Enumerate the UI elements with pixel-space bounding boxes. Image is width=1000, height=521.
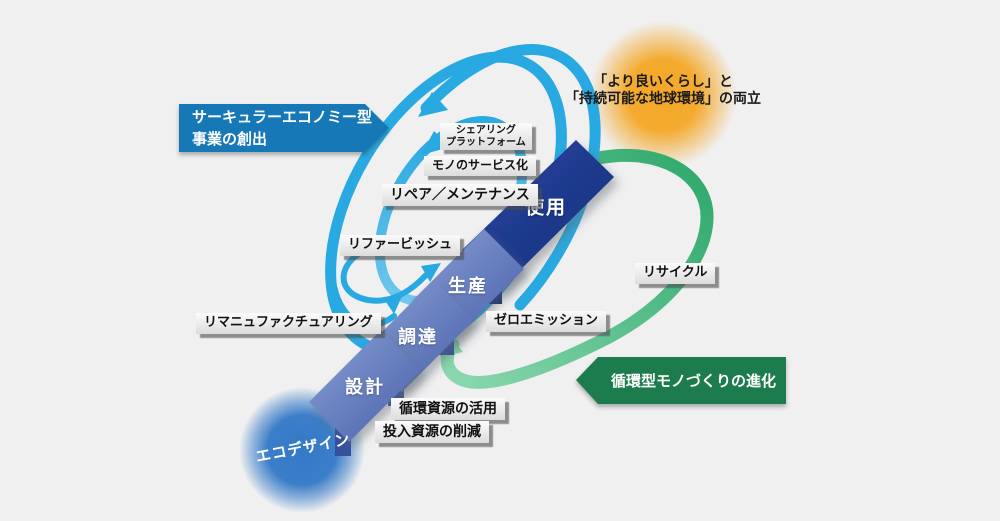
tag-circular-resource-use: 循環資源の活用 [391,398,505,421]
step-production-label: 生産 [448,276,488,297]
tag-sharing-platform-line1: シェアリング [455,125,516,136]
step-design-label: 設計 [345,377,385,398]
goal-line2: 「持続可能な地球環境」の両立 [565,91,761,107]
arrowhead-to-production [421,263,441,282]
banner-green-shape [576,357,786,404]
step-design-shape [309,330,421,442]
tag-sharing-platform-line2: プラットフォーム [446,136,526,148]
banner-circular-economy-line1: サーキュラーエコノミー型 [192,108,373,126]
spiral-arrowhead-outer [418,92,448,117]
spiral-arrow-middle [420,44,601,311]
goal-line1: 「より良いくらし」と [593,74,733,90]
tag-refurbish: リファービッシュ [340,235,461,256]
banner-circular-economy-line2: 事業の創出 [192,130,268,148]
tag-repair-maintenance: リペア／メンテナンス [382,184,538,207]
banner-monozukuri: 循環型モノづくりの進化 [611,359,776,404]
goal-statement: 「より良いくらし」と 「持続可能な地球環境」の両立 [543,74,783,108]
banner-monozukuri-label: 循環型モノづくりの進化 [611,372,777,390]
tag-remanufacturing: リマニュファクチュアリング [196,313,381,334]
better-life-glow [589,21,737,169]
green-cycle-arrow [440,148,714,389]
tag-recycle: リサイクル [635,263,716,284]
tag-servitization: モノのサービス化 [424,156,537,176]
tag-input-resource-reduction: 投入資源の削減 [375,421,489,444]
tag-zero-emission: ゼロエミッション [486,311,607,332]
tag-sharing-platform: シェアリング プラットフォーム [440,123,532,150]
arrow-to-production [340,244,429,304]
step-procurement-label: 調達 [398,327,438,348]
banner-circular-economy: サーキュラーエコノミー型 事業の創出 [192,106,372,150]
banner-blue-shape [179,104,389,152]
